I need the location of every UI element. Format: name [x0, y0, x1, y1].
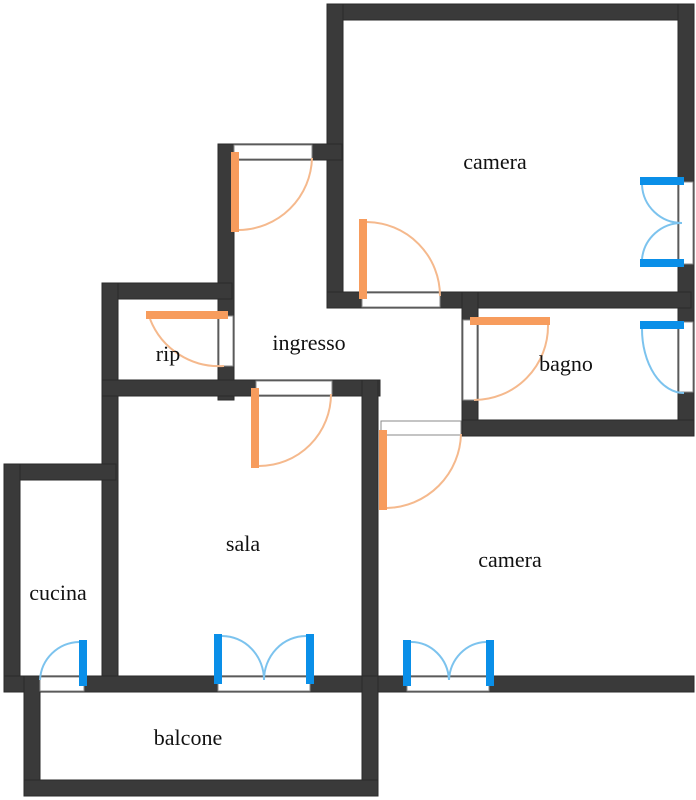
room-label-sala: sala [226, 531, 260, 556]
door-icon [470, 317, 550, 401]
room-label-camera-top: camera [463, 149, 527, 174]
room-label-balcone: balcone [154, 725, 222, 750]
window-icon [640, 321, 685, 394]
room-label-bagno: bagno [539, 351, 593, 376]
window-icon [39, 640, 87, 686]
window-icon [214, 634, 314, 684]
door-icon [359, 219, 441, 299]
door-icon [231, 152, 313, 232]
walls [3, 3, 695, 797]
room-label-cucina: cucina [29, 580, 87, 605]
window-icon [640, 177, 684, 267]
room-label-camera-bottom: camera [478, 547, 542, 572]
door-icon [379, 430, 462, 510]
window-icon [403, 640, 494, 686]
room-label-rip: rip [156, 341, 180, 366]
room-labels: camera ingresso rip bagno sala cucina ca… [29, 149, 593, 750]
room-label-ingresso: ingresso [272, 330, 345, 355]
door-icon [146, 311, 228, 368]
door-icon [251, 388, 332, 468]
